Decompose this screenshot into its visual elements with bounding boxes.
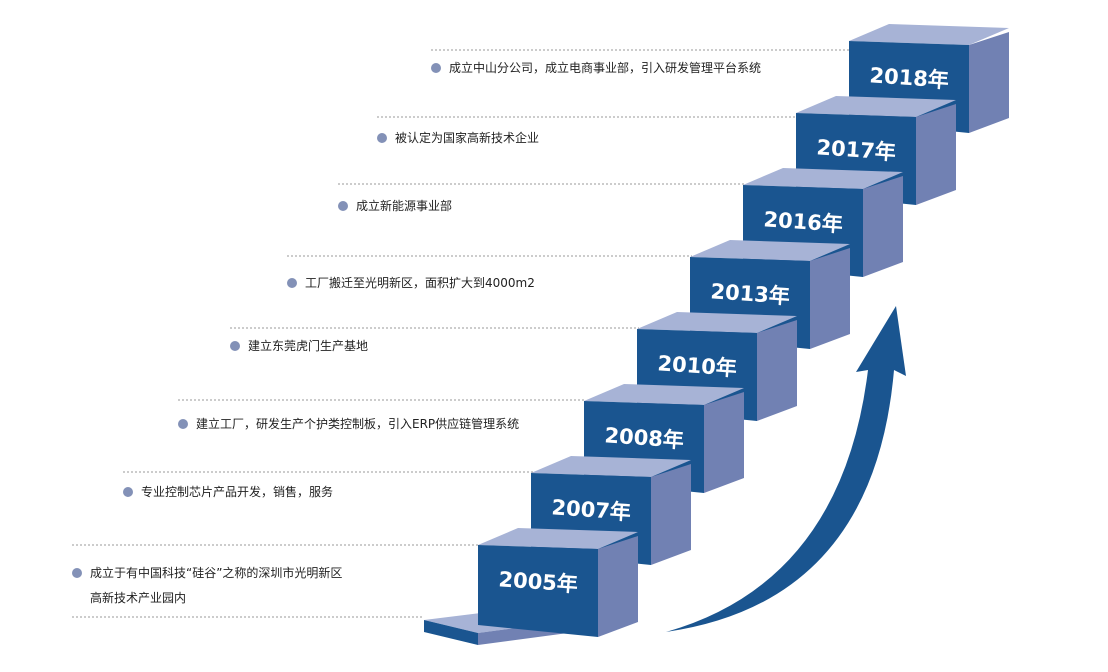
stair-tread: [531, 456, 691, 477]
bullet-dot-icon: [178, 419, 188, 429]
stair-tread: [849, 24, 1009, 45]
year-labels: 2005年 2007年 2008年 2010年 2013年 2016年 2017年 2018年: [498, 63, 950, 596]
milestone-item: 专业控制芯片产品开发，销售，服务: [123, 480, 333, 505]
stair-riser: [478, 545, 598, 637]
stair-tread: [743, 168, 903, 189]
milestone-item: 成立于有中国科技“硅谷”之称的深圳市光明新区高新技术产业园内: [72, 561, 342, 611]
stair-side: [651, 464, 691, 565]
milestone-text: 高新技术产业园内: [90, 591, 187, 605]
milestone-text: 建立工厂，研发生产个护类控制板，引入ERP供应链管理系统: [196, 417, 520, 431]
stair-side: [810, 248, 850, 349]
bullet-dot-icon: [377, 133, 387, 143]
stair-tread: [796, 96, 956, 117]
milestone-text: 被认定为国家高新技术企业: [395, 131, 540, 145]
milestone-text: 工厂搬迁至光明新区，面积扩大到4000m2: [305, 276, 535, 290]
year-label: 2010年: [657, 351, 738, 380]
stair-tread: [690, 240, 850, 261]
stair-side: [598, 536, 638, 637]
year-label: 2017年: [816, 135, 897, 164]
year-label: 2018年: [869, 63, 950, 92]
stair-side: [704, 392, 744, 493]
year-label: 2016年: [763, 207, 844, 236]
milestone-text: 成立中山分公司，成立电商事业部，引入研发管理平台系统: [449, 61, 762, 75]
stair-side: [916, 104, 956, 205]
dotted-guides: [72, 49, 851, 618]
stair-side: [969, 32, 1009, 133]
stair-tread: [478, 528, 638, 549]
stair-side: [757, 320, 797, 421]
bullet-dot-icon: [230, 341, 240, 351]
milestone-item: 工厂搬迁至光明新区，面积扩大到4000m2: [287, 271, 535, 296]
growth-arrow-icon: [666, 306, 906, 632]
milestone-text: 建立东莞虎门生产基地: [248, 339, 369, 353]
stair-landing-front: [424, 620, 478, 645]
milestone-item: 建立东莞虎门生产基地: [230, 334, 368, 359]
year-label: 2013年: [710, 279, 791, 308]
bullet-dot-icon: [287, 278, 297, 288]
milestone-item: 被认定为国家高新技术企业: [377, 126, 539, 151]
milestone-text: 成立于有中国科技“硅谷”之称的深圳市光明新区: [90, 566, 343, 580]
milestone-text: 专业控制芯片产品开发，销售，服务: [141, 485, 334, 499]
milestone-item: 建立工厂，研发生产个护类控制板，引入ERP供应链管理系统: [178, 412, 519, 437]
bullet-dot-icon: [72, 568, 82, 578]
milestone-item: 成立新能源事业部: [338, 194, 452, 219]
bullet-dot-icon: [431, 63, 441, 73]
year-label: 2008年: [604, 423, 685, 452]
year-label: 2005年: [498, 567, 579, 596]
staircase: [424, 24, 1009, 645]
stair-tread: [584, 384, 744, 405]
milestone-text: 成立新能源事业部: [356, 199, 453, 213]
milestone-item: 成立中山分公司，成立电商事业部，引入研发管理平台系统: [431, 56, 761, 81]
year-label: 2007年: [551, 495, 632, 524]
stair-tread: [637, 312, 797, 333]
bullet-dot-icon: [123, 487, 133, 497]
bullet-dot-icon: [338, 201, 348, 211]
stair-side: [863, 176, 903, 277]
